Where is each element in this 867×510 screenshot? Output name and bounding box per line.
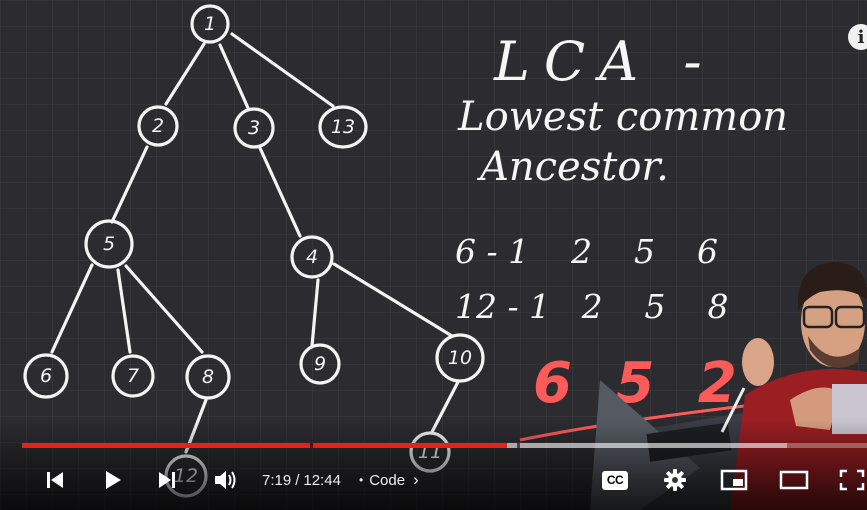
board-path-6: 6 - 1 2 5 6: [455, 232, 718, 271]
svg-text:13: 13: [331, 116, 355, 138]
duration: 12:44: [303, 471, 341, 489]
captions-button[interactable]: CC: [600, 463, 630, 497]
settings-button[interactable]: [660, 463, 690, 497]
svg-text:10: 10: [448, 347, 472, 369]
chapter-dot: •: [359, 473, 364, 487]
tree-node: 10: [435, 333, 485, 383]
progress-played: [22, 443, 508, 448]
previous-icon: [47, 472, 63, 488]
controls-gradient: [0, 420, 867, 510]
previous-button[interactable]: [40, 463, 70, 497]
fullscreen-button[interactable]: [836, 463, 867, 497]
tree-node: 13: [318, 105, 368, 149]
miniplayer-icon: [720, 469, 748, 491]
chapter-button[interactable]: • Code ›: [357, 463, 419, 497]
tree-nodes: 1 2 3 13 5 4 6 7 8 9 10 12 11: [23, 4, 485, 498]
miniplayer-button[interactable]: [718, 463, 750, 497]
next-button[interactable]: [152, 463, 182, 497]
board-subtitle-line1: Lowest common: [457, 94, 788, 140]
chapter-marker: [517, 443, 520, 448]
svg-text:6: 6: [40, 365, 52, 387]
tree-node: 8: [185, 354, 231, 400]
time-separator: /: [295, 471, 300, 489]
chevron-right-icon: ›: [413, 470, 419, 489]
tree-node: 2: [137, 105, 179, 147]
tree-node: 7: [111, 354, 155, 398]
info-icon[interactable]: i: [848, 24, 867, 50]
tree-node: 9: [299, 343, 341, 385]
svg-text:8: 8: [202, 366, 214, 388]
time-display: 7:19 / 12:44: [262, 463, 341, 497]
svg-text:9: 9: [314, 353, 326, 375]
chapter-marker: [310, 443, 313, 448]
svg-text:1: 1: [204, 13, 216, 35]
svg-text:3: 3: [248, 117, 260, 139]
fullscreen-icon: [839, 469, 864, 491]
svg-text:5: 5: [103, 233, 115, 255]
svg-text:7: 7: [127, 365, 139, 387]
current-time: 7:19: [262, 471, 292, 489]
board-answer: 6 5 2: [533, 351, 749, 416]
theater-button[interactable]: [776, 463, 812, 497]
tree-node: 5: [84, 219, 134, 269]
progress-bar[interactable]: [22, 443, 867, 448]
next-icon: [159, 472, 175, 488]
board-title: LCA -: [493, 30, 716, 93]
cc-icon: CC: [602, 470, 628, 490]
tree-node: 4: [290, 235, 334, 279]
tree-node: 1: [190, 4, 230, 44]
svg-text:4: 4: [306, 246, 318, 268]
tree-node: 3: [233, 107, 275, 149]
volume-button[interactable]: [210, 463, 242, 497]
play-button[interactable]: [97, 463, 127, 497]
board-path-12: 12 - 1 2 5 8: [455, 287, 729, 326]
gear-icon: [664, 469, 686, 491]
theater-icon: [779, 470, 809, 490]
svg-text:2: 2: [152, 115, 164, 137]
volume-icon: [215, 471, 236, 489]
play-icon: [106, 471, 121, 489]
board-subtitle-line2: Ancestor.: [476, 144, 669, 190]
chapter-label: Code: [369, 471, 406, 489]
player-controls: 7:19 / 12:44 • Code › CC: [0, 455, 867, 505]
tree-node: 6: [23, 353, 69, 399]
